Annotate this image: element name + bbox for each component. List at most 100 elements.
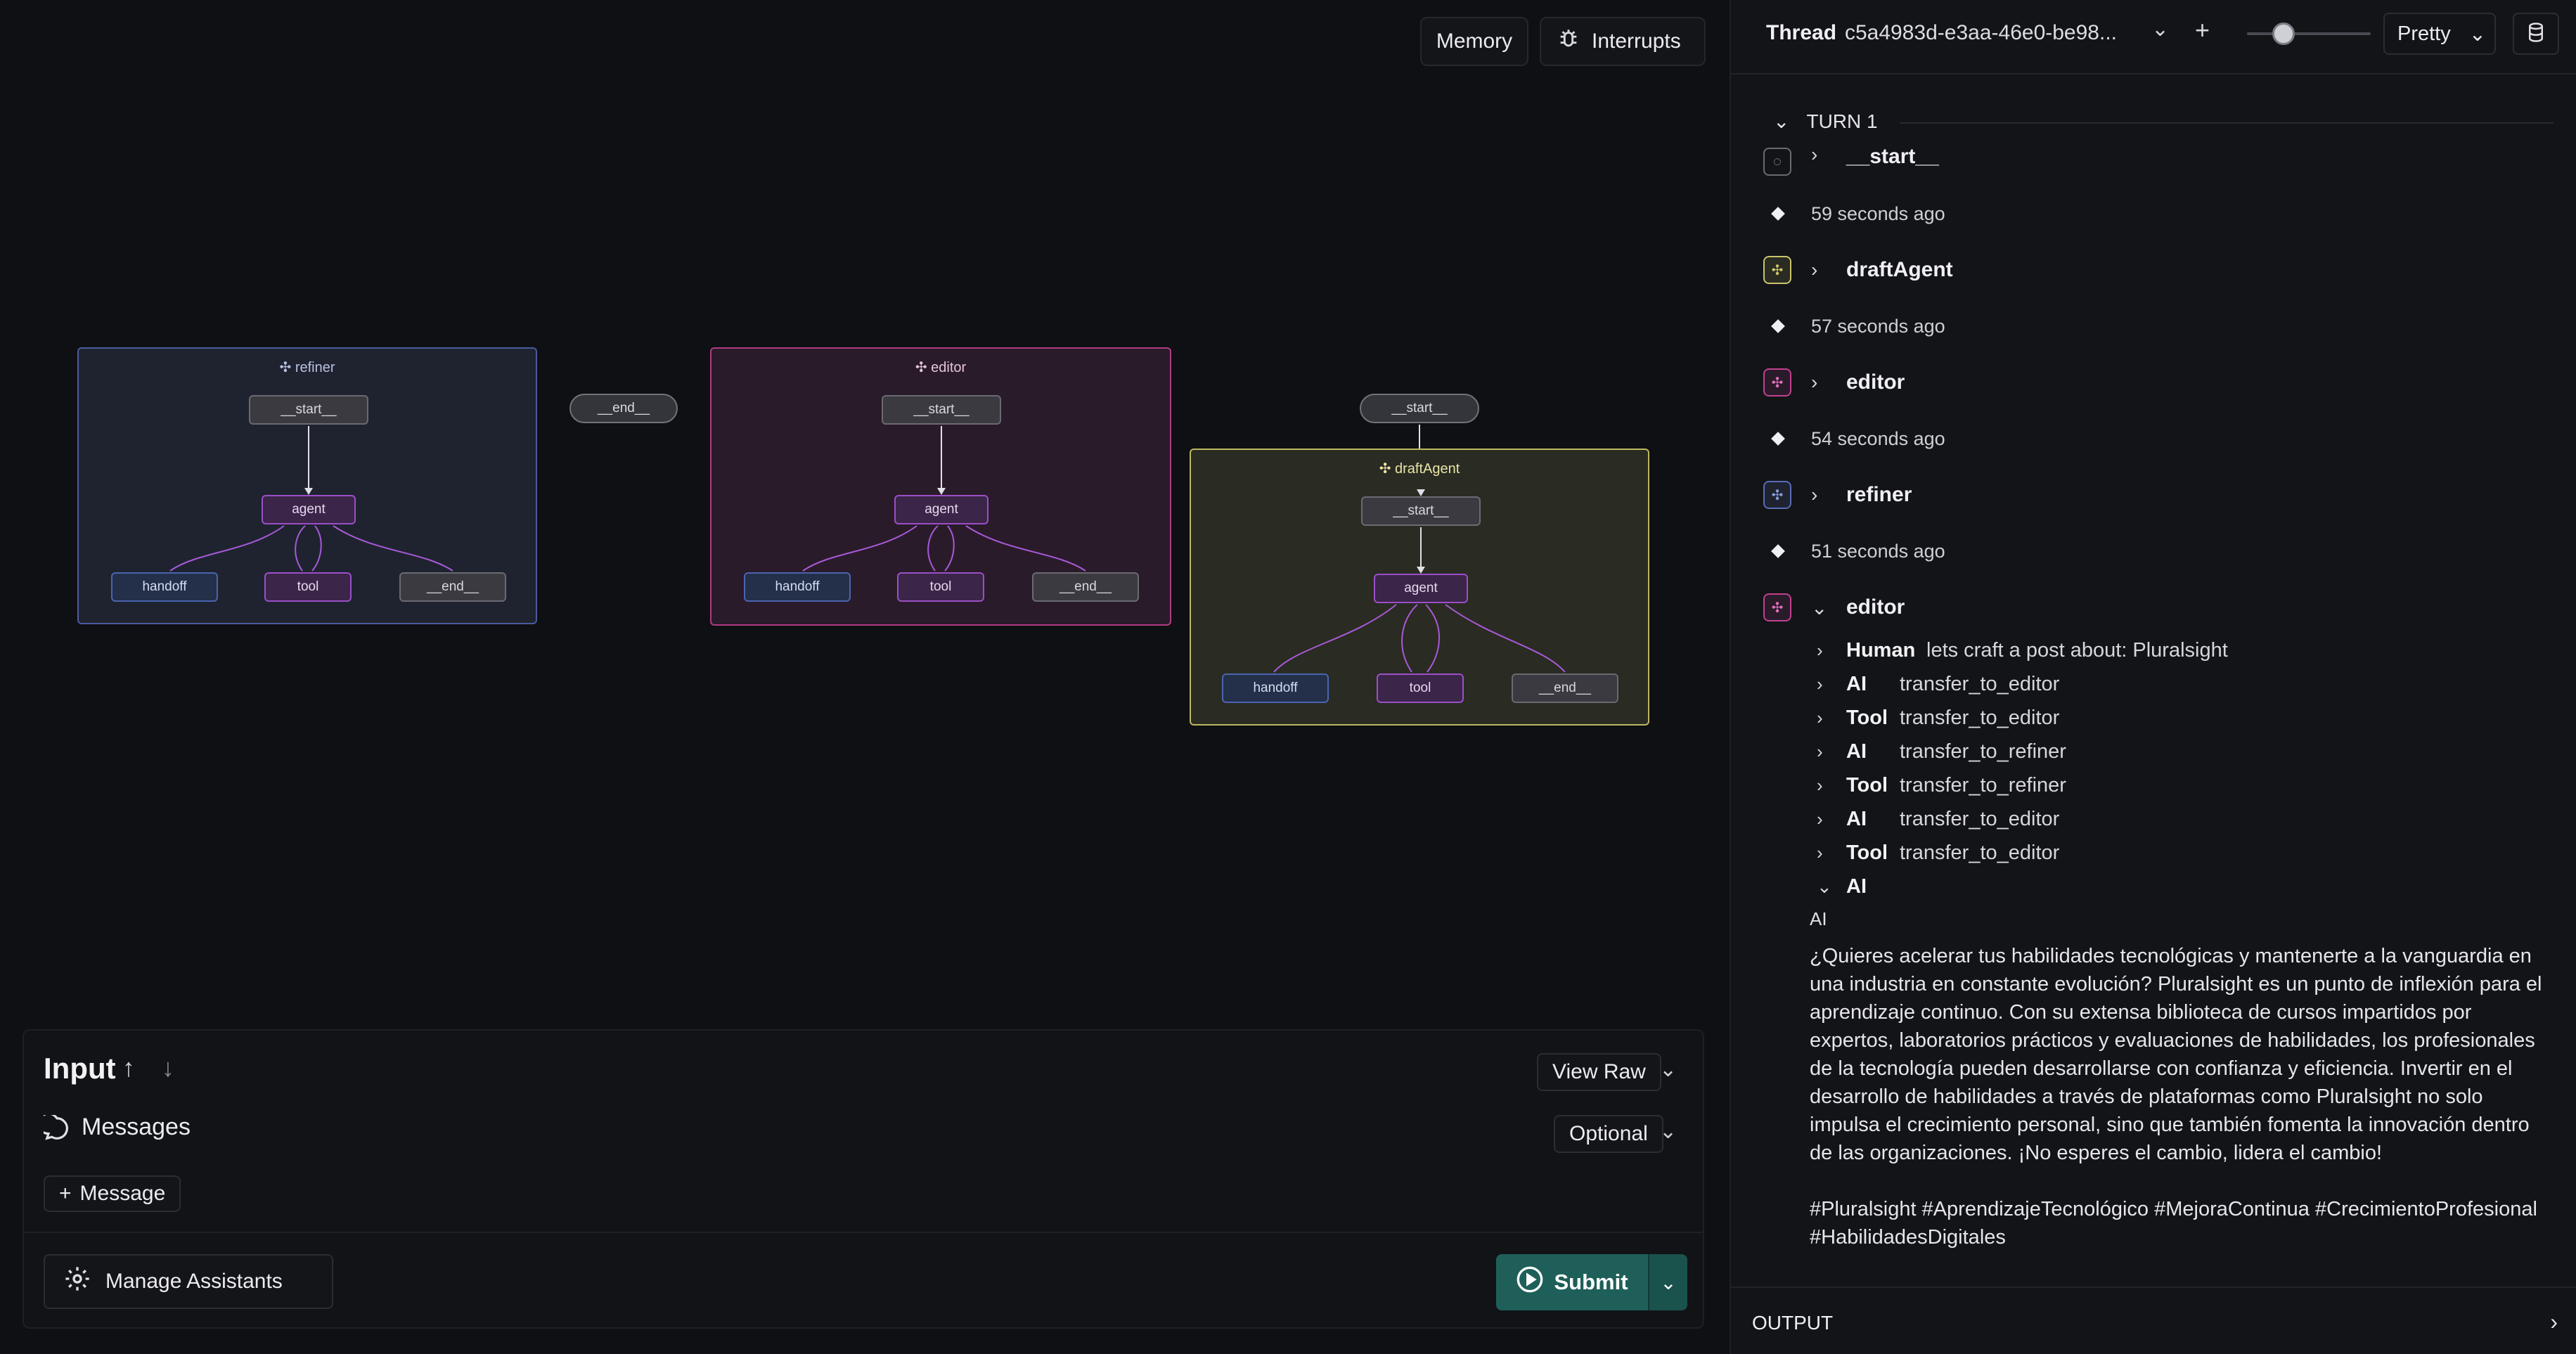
subgraph-icon: ✣ (279, 360, 295, 375)
event-node-start[interactable]: ◌ › __start__ (1731, 141, 2576, 183)
event-time-label: 54 seconds ago (1811, 427, 1945, 449)
node-refiner-agent[interactable]: agent (262, 495, 356, 524)
view-mode-select[interactable]: Pretty ⌄ (2383, 13, 2496, 55)
chevron-right-icon: › (1817, 808, 1823, 830)
thread-panel: Thread c5a4983d-e3aa-46e0-be98... ⌄ + Pr… (1730, 0, 2576, 1354)
manage-assistants-button[interactable]: Manage Assistants (44, 1254, 333, 1309)
chevron-down-icon: ⌄ (1811, 596, 1828, 619)
chevron-down-icon: ⌄ (2468, 22, 2487, 46)
graph-canvas[interactable]: Memory Interrupts ✣ refiner __start__ ag… (0, 0, 1730, 1354)
submit-button[interactable]: Submit (1496, 1254, 1648, 1310)
message-role: AI (1846, 807, 1867, 830)
zoom-slider-handle[interactable] (2272, 22, 2295, 45)
event-time-label: 59 seconds ago (1811, 202, 1945, 224)
chevron-right-icon: › (1817, 673, 1823, 695)
timeline-dot (1771, 319, 1785, 333)
memory-label: Memory (1436, 30, 1513, 53)
node-start[interactable]: __start__ (1360, 394, 1479, 423)
event-node-editor-expanded[interactable]: ✣ ⌄ editor (1731, 586, 2576, 628)
add-message-button[interactable]: + Message (44, 1175, 181, 1212)
chevron-down-icon[interactable]: ⌄ (1659, 1058, 1677, 1081)
thread-header: Thread c5a4983d-e3aa-46e0-be98... ⌄ + Pr… (1731, 0, 2576, 75)
event-node-name: editor (1846, 370, 1905, 394)
node-refiner-end[interactable]: __end__ (399, 572, 506, 602)
node-refiner-handoff[interactable]: handoff (111, 572, 218, 602)
event-time: 59 seconds ago (1731, 193, 2576, 235)
event-node-name: draftAgent (1846, 258, 1953, 281)
bug-icon (1557, 27, 1580, 56)
node-draftagent-start[interactable]: __start__ (1361, 496, 1481, 526)
chevron-down-icon: ⌄ (1773, 110, 1790, 132)
node-editor-tool[interactable]: tool (897, 572, 984, 602)
node-editor-handoff[interactable]: handoff (744, 572, 851, 602)
node-end[interactable]: __end__ (569, 394, 678, 423)
event-node-draftagent[interactable]: ✣ › draftAgent (1731, 249, 2576, 291)
subgraph-icon: ✣ (1379, 461, 1396, 477)
message-role: AI (1846, 875, 1867, 898)
subgraph-draftagent[interactable]: ✣ draftAgent __start__ agent handoff too… (1190, 449, 1649, 726)
input-title: Input (44, 1052, 116, 1085)
divider (1900, 122, 2554, 124)
node-draftagent-handoff[interactable]: handoff (1222, 673, 1329, 703)
chevron-right-icon: › (1811, 259, 1818, 281)
plus-icon[interactable]: + (2195, 15, 2210, 44)
node-draftagent-end[interactable]: __end__ (1512, 673, 1618, 703)
event-node-refiner[interactable]: ✣ › refiner (1731, 474, 2576, 516)
play-icon (1516, 1265, 1544, 1299)
manage-assistants-label: Manage Assistants (105, 1270, 283, 1293)
thread-id-selector[interactable]: c5a4983d-e3aa-46e0-be98... (1845, 21, 2117, 44)
output-section[interactable]: OUTPUT › (1731, 1287, 2576, 1354)
message-role: AI (1846, 740, 1867, 763)
memory-button[interactable]: Memory (1420, 17, 1528, 66)
subgraph-refiner-title: ✣ refiner (279, 360, 335, 375)
node-editor-agent[interactable]: agent (894, 495, 988, 524)
subgraph-refiner[interactable]: ✣ refiner __start__ agent handoff tool _… (77, 347, 537, 624)
node-draftagent-agent[interactable]: agent (1374, 574, 1468, 603)
node-editor-start[interactable]: __start__ (882, 395, 1001, 425)
subgraph-editor[interactable]: ✣ editor __start__ agent handoff tool __… (710, 347, 1171, 626)
submit-options-button[interactable]: ⌄ (1648, 1254, 1687, 1310)
message-text: transfer_to_refiner (1900, 773, 2066, 797)
database-icon (2525, 22, 2546, 46)
gear-icon (63, 1265, 91, 1298)
ai-content-label: AI (1810, 908, 1827, 929)
divider (24, 1232, 1703, 1233)
node-refiner-start[interactable]: __start__ (249, 395, 368, 425)
event-node-name: __start__ (1846, 145, 1939, 168)
view-raw-button[interactable]: View Raw (1537, 1053, 1661, 1091)
view-raw-label: View Raw (1552, 1060, 1646, 1083)
database-button[interactable] (2513, 13, 2559, 55)
refiner-node-icon: ✣ (1763, 481, 1791, 509)
message-bubble-icon (37, 1112, 70, 1145)
ai-message-text: ¿Quieres acelerar tus habilidades tecnol… (1810, 945, 2542, 1164)
chevron-down-icon: ⌄ (1817, 875, 1832, 897)
timeline-dot (1771, 432, 1785, 446)
event-time: 51 seconds ago (1731, 530, 2576, 572)
node-draftagent-tool[interactable]: tool (1377, 673, 1464, 703)
turn-header[interactable]: ⌄ TURN 1 (1773, 110, 1878, 133)
optional-label: Optional (1569, 1122, 1648, 1145)
arrow-down-icon[interactable]: ↓ (162, 1053, 174, 1082)
zoom-slider-track[interactable] (2247, 32, 2371, 35)
subgraph-draftagent-title: ✣ draftAgent (1379, 461, 1460, 477)
message-role: Tool (1846, 841, 1888, 864)
chevron-down-icon: ⌄ (1660, 1271, 1677, 1294)
event-time: 57 seconds ago (1731, 305, 2576, 347)
node-refiner-tool[interactable]: tool (264, 572, 352, 602)
node-editor-end[interactable]: __end__ (1032, 572, 1139, 602)
message-text: transfer_to_editor (1900, 807, 2060, 830)
event-node-editor[interactable]: ✣ › editor (1731, 361, 2576, 404)
message-text: transfer_to_editor (1900, 841, 2060, 864)
message-role: Tool (1846, 706, 1888, 729)
arrow-up-icon[interactable]: ↑ (122, 1053, 135, 1082)
chevron-down-icon[interactable]: ⌄ (1659, 1120, 1677, 1143)
chevron-right-icon: › (1817, 842, 1823, 863)
optional-button[interactable]: Optional (1554, 1115, 1663, 1153)
ai-message-hashtags: #Pluralsight #AprendizajeTecnológico #Me… (1810, 1198, 2537, 1249)
chevron-down-icon[interactable]: ⌄ (2151, 18, 2170, 41)
interrupts-button[interactable]: Interrupts (1540, 17, 1706, 66)
chevron-right-icon: › (1817, 774, 1823, 796)
message-text: transfer_to_editor (1900, 706, 2060, 729)
plus-icon: + (59, 1182, 72, 1205)
event-time: 54 seconds ago (1731, 418, 2576, 460)
